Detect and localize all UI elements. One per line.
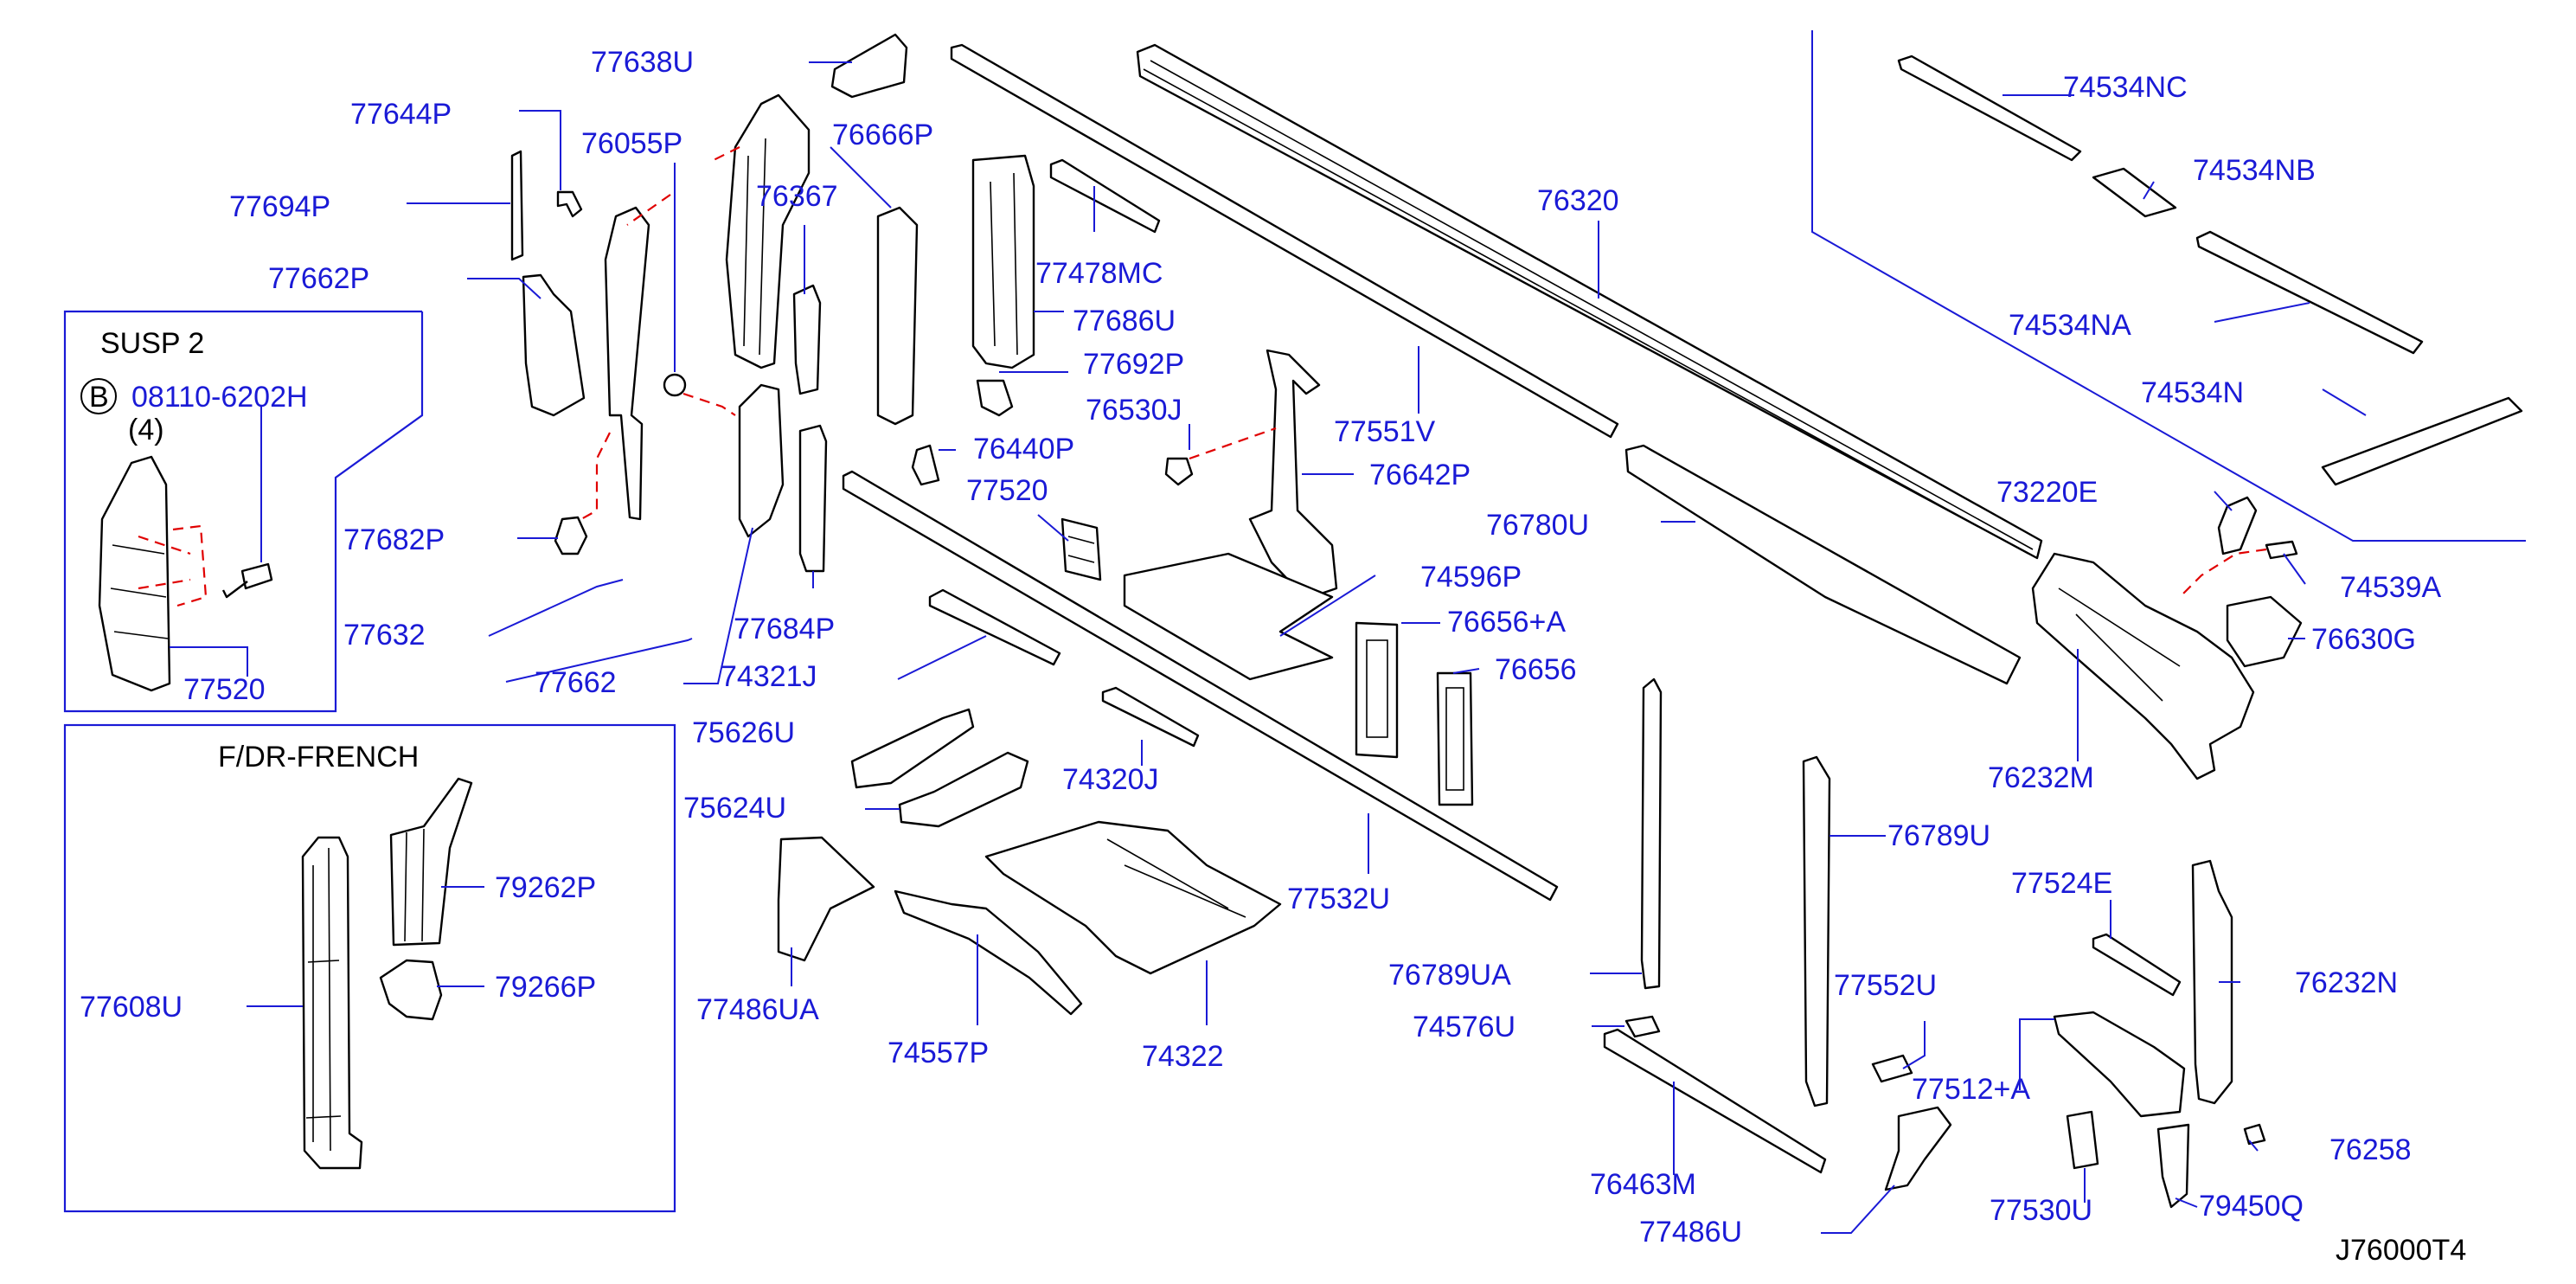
susp-inset-title: SUSP 2 xyxy=(100,327,204,360)
label-77638u[interactable]: 77638U xyxy=(591,46,694,79)
bolt-circle-letter: B xyxy=(89,381,109,414)
label-73220e[interactable]: 73220E xyxy=(1996,476,2098,509)
label-76666p[interactable]: 76666P xyxy=(832,119,933,151)
label-77486u[interactable]: 77486U xyxy=(1639,1216,1742,1249)
label-77478mc[interactable]: 77478MC xyxy=(1035,257,1163,290)
label-75624u[interactable]: 75624U xyxy=(683,792,786,825)
label-76320[interactable]: 76320 xyxy=(1537,184,1619,217)
label-77692p[interactable]: 77692P xyxy=(1083,348,1184,381)
label-74534na[interactable]: 74534NA xyxy=(2009,309,2131,342)
label-77486ua[interactable]: 77486UA xyxy=(696,993,819,1026)
label-77530u[interactable]: 77530U xyxy=(1990,1194,2092,1227)
label-77532u[interactable]: 77532U xyxy=(1287,883,1390,915)
susp-inset: SUSP 2 B 08110-6202H (4) 77520 xyxy=(63,310,424,713)
label-76642p[interactable]: 76642P xyxy=(1369,459,1471,491)
bolt-circle-icon xyxy=(80,378,117,414)
label-76055p[interactable]: 76055P xyxy=(581,127,682,160)
label-76367[interactable]: 76367 xyxy=(756,180,838,213)
label-74321j[interactable]: 74321J xyxy=(721,660,817,693)
label-76258[interactable]: 76258 xyxy=(2329,1133,2412,1166)
part-labels: 77638U 77644P 76055P 76666P 77694P 76367… xyxy=(80,46,2442,1249)
label-77512-a[interactable]: 77512+A xyxy=(1912,1073,2030,1106)
part-shapes xyxy=(510,33,2523,1209)
bolt-qty: (4) xyxy=(128,414,164,446)
label-77684p[interactable]: 77684P xyxy=(734,613,835,645)
label-bolt-part[interactable]: 08110-6202H xyxy=(131,381,308,414)
label-76656-a[interactable]: 76656+A xyxy=(1447,606,1566,639)
label-77686u[interactable]: 77686U xyxy=(1073,305,1176,337)
label-76530j[interactable]: 76530J xyxy=(1086,394,1182,427)
label-77632[interactable]: 77632 xyxy=(343,619,426,652)
label-74539a[interactable]: 74539A xyxy=(2340,571,2442,604)
label-76656[interactable]: 76656 xyxy=(1495,653,1577,686)
label-75626u[interactable]: 75626U xyxy=(692,716,795,749)
label-77520[interactable]: 77520 xyxy=(966,474,1048,507)
label-77552u[interactable]: 77552U xyxy=(1834,969,1937,1002)
label-77644p[interactable]: 77644P xyxy=(350,98,452,131)
label-susp-bracket[interactable]: 77520 xyxy=(183,673,266,706)
label-77551v[interactable]: 77551V xyxy=(1334,415,1436,448)
label-74596p[interactable]: 74596P xyxy=(1420,561,1522,594)
label-76789ua[interactable]: 76789UA xyxy=(1388,959,1511,992)
label-77662[interactable]: 77662 xyxy=(535,666,617,699)
label-77662p[interactable]: 77662P xyxy=(268,262,369,295)
label-76232m[interactable]: 76232M xyxy=(1988,761,2094,794)
sheet-code: J76000T4 xyxy=(2336,1234,2466,1267)
label-74322[interactable]: 74322 xyxy=(1142,1040,1224,1073)
label-76232n[interactable]: 76232N xyxy=(2295,966,2398,999)
label-76630g[interactable]: 76630G xyxy=(2311,623,2416,656)
label-76780u[interactable]: 76780U xyxy=(1486,509,1589,542)
label-79450q[interactable]: 79450Q xyxy=(2199,1190,2304,1223)
label-74557p[interactable]: 74557P xyxy=(888,1037,989,1069)
label-77524e[interactable]: 77524E xyxy=(2011,867,2112,900)
label-76463m[interactable]: 76463M xyxy=(1590,1168,1696,1201)
label-79266p[interactable]: 79266P xyxy=(495,971,596,1004)
label-74534nb[interactable]: 74534NB xyxy=(2193,154,2316,187)
leader-lines xyxy=(407,30,2526,1234)
label-79262p[interactable]: 79262P xyxy=(495,871,596,904)
label-76789u[interactable]: 76789U xyxy=(1887,819,1990,852)
label-76440p[interactable]: 76440P xyxy=(973,433,1074,465)
french-inset-title: F/DR-FRENCH xyxy=(218,741,419,774)
label-77682p[interactable]: 77682P xyxy=(343,523,445,556)
alignment-lines xyxy=(580,146,2267,598)
label-77694p[interactable]: 77694P xyxy=(229,190,330,223)
label-74534nc[interactable]: 74534NC xyxy=(2063,71,2188,104)
french-inset: F/DR-FRENCH xyxy=(63,723,676,1213)
label-74534n[interactable]: 74534N xyxy=(2141,376,2244,409)
label-74576u[interactable]: 74576U xyxy=(1413,1011,1515,1043)
label-74320j[interactable]: 74320J xyxy=(1062,763,1159,796)
label-77608u[interactable]: 77608U xyxy=(80,991,183,1024)
